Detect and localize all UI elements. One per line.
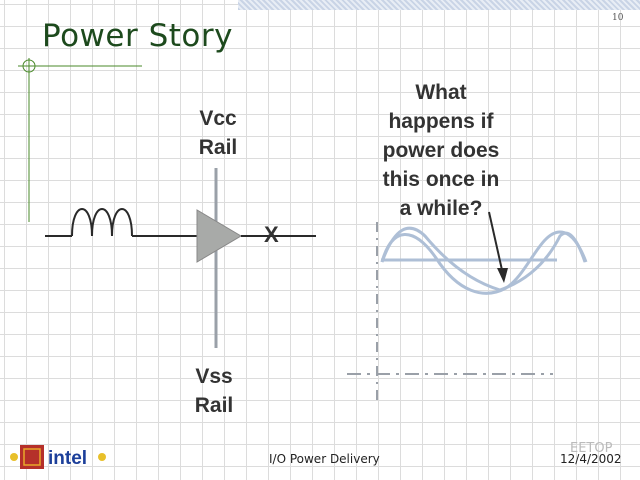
vss-label-line1: Vss — [195, 365, 233, 388]
question-line: a while? — [399, 197, 483, 220]
footer-title: I/O Power Delivery — [269, 452, 380, 466]
watermark-text: EETOP — [570, 441, 613, 456]
intel-logo: intel — [10, 445, 106, 469]
pointer-arrow-line — [488, 211, 503, 271]
question-line: happens if — [388, 110, 494, 133]
vss-label-line2: Rail — [194, 394, 234, 417]
slide-number: 10 — [612, 13, 624, 23]
vss-rail-label: Vss Rail — [182, 362, 246, 420]
sine-wave-smooth — [380, 230, 588, 295]
vcc-rail-label: Vcc Rail — [186, 104, 250, 162]
question-line: What — [415, 81, 467, 104]
output-x-mark: X — [264, 222, 279, 247]
top-decorative-band — [238, 0, 640, 10]
vcc-label-line1: Vcc — [199, 107, 237, 130]
logo-wordmark: intel — [48, 448, 87, 469]
pointer-arrow-head — [497, 268, 508, 283]
inductor-coil — [71, 208, 133, 237]
question-line: this once in — [382, 168, 500, 191]
page-title: Power Story — [42, 18, 233, 54]
buffer-triangle — [196, 209, 242, 263]
vcc-label-line2: Rail — [198, 136, 238, 159]
footer-date: 12/4/2002 — [560, 452, 622, 466]
corner-circle-marker — [22, 59, 36, 73]
question-line: power does — [382, 139, 500, 162]
question-text: What happens if power does this once in … — [362, 78, 520, 223]
